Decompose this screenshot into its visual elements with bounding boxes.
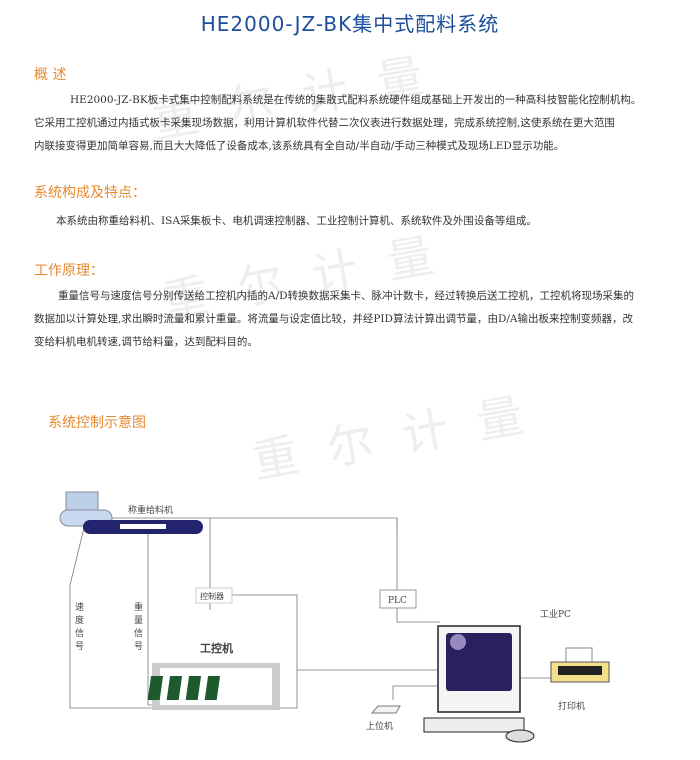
overview-line: 内联接变得更加简单容易,而且大大降低了设备成本,该系统具有全自动/半自动/手动三… xyxy=(34,140,565,152)
feeder-label: 称重给料机 xyxy=(128,504,173,516)
plc-box xyxy=(379,589,417,609)
page-title: HE2000-JZ-BK集中式配料系统 xyxy=(200,12,500,36)
ipc-label: 工控机 xyxy=(200,641,233,655)
svg-text:信: 信 xyxy=(134,627,143,639)
svg-text:速: 速 xyxy=(75,602,84,613)
overview-text: HE2000-JZ-BK板卡式集中控制配料系统是在传统的集散式配料系统硬件组成基… xyxy=(34,89,674,158)
overview-line: HE2000-JZ-BK板卡式集中控制配料系统是在传统的集散式配料系统硬件组成基… xyxy=(70,94,642,106)
speed-signal-label: 速 度 信 号 xyxy=(75,602,84,652)
controller-box xyxy=(195,587,233,604)
feeder-icon xyxy=(59,491,203,534)
composition-heading: 系统构成及特点： xyxy=(34,185,146,201)
svg-text:信: 信 xyxy=(75,627,84,639)
svg-text:重: 重 xyxy=(134,601,143,613)
svg-text:号: 号 xyxy=(134,641,143,652)
svg-text:度: 度 xyxy=(75,614,84,626)
weight-signal-label: 重 量 信 号 xyxy=(134,601,143,652)
computer-icon xyxy=(423,625,535,743)
diagram-heading: 系统控制示意图 xyxy=(48,415,146,431)
principle-text: 重量信号与速度信号分别传送给工控机内插的A/D转换数据采集卡、脉冲计数卡，经过转… xyxy=(34,285,674,354)
composition-text: 本系统由称重给料机、ISA采集板卡、电机调速控制器、工业控制计算机、系统软件及外… xyxy=(56,215,537,227)
principle-line: 重量信号与速度信号分别传送给工控机内插的A/D转换数据采集卡、脉冲计数卡，经过转… xyxy=(58,290,635,302)
svg-text:号: 号 xyxy=(75,641,84,652)
controller-label: 控制器 xyxy=(200,591,224,601)
ipc-icon xyxy=(147,663,280,710)
host-label: 上位机 xyxy=(366,720,393,732)
overview-heading: 概 述 xyxy=(34,67,67,83)
overview-line: 它采用工控机通过内插式板卡采集现场数据，利用计算机软件代替二次仪表进行数据处理，… xyxy=(34,117,615,129)
principle-heading: 工作原理： xyxy=(34,263,104,279)
principle-line: 变给料机电机转速,调节给料量，达到配料目的。 xyxy=(34,336,258,348)
svg-text:量: 量 xyxy=(134,615,143,626)
printer-label: 打印机 xyxy=(558,700,585,712)
industrial-pc-label: 工业PC xyxy=(540,609,571,620)
plc-label: PLC xyxy=(388,596,407,606)
control-diagram: 称重给料机 速 度 信 号 重 量 信 号 控制器 PLC 工控机 xyxy=(59,491,610,743)
principle-line: 数据加以计算处理,求出瞬时流量和累计重量。将流量与设定值比较，并经PID算法计算… xyxy=(34,313,634,325)
host-icon xyxy=(370,705,401,714)
printer-icon xyxy=(550,647,610,683)
